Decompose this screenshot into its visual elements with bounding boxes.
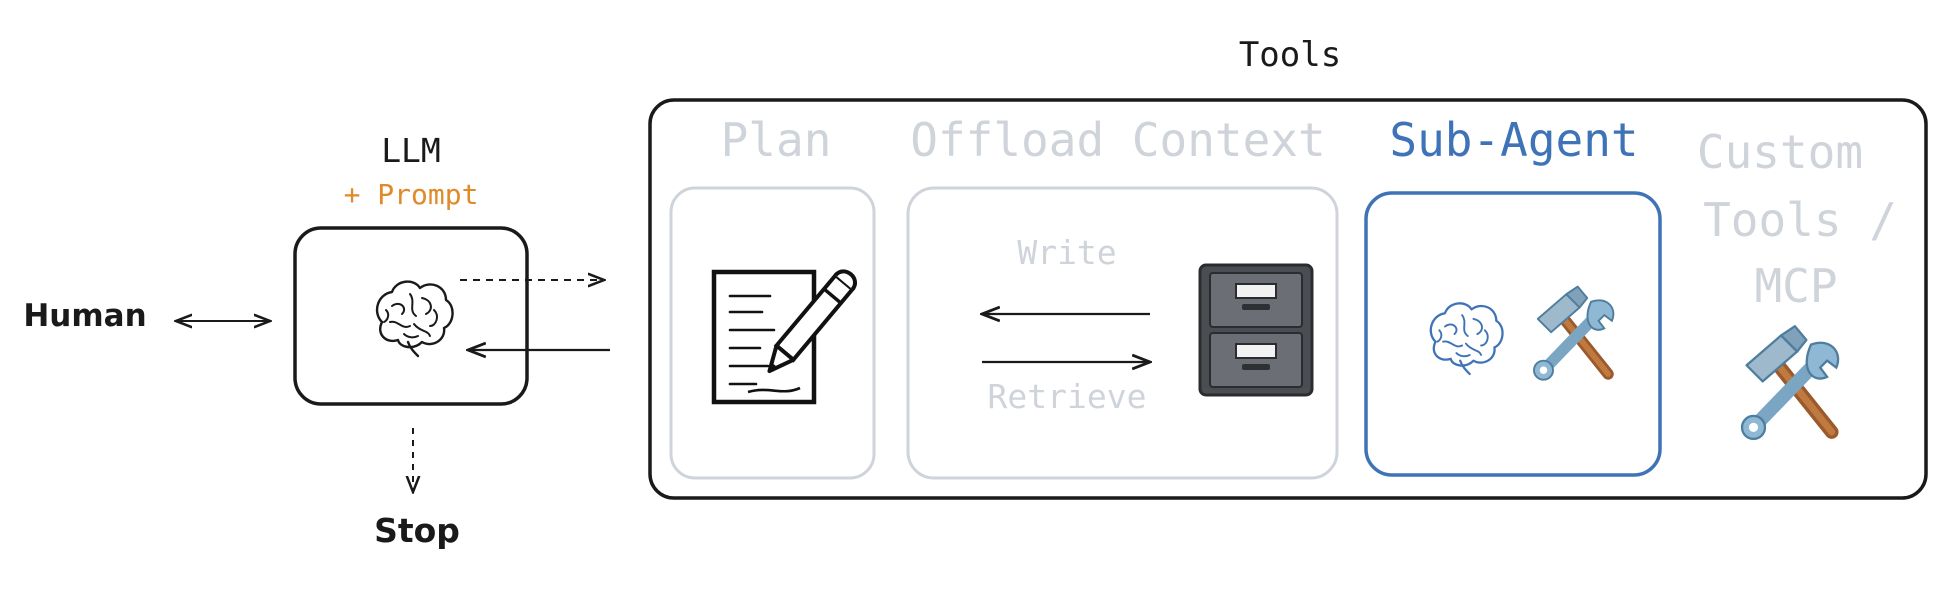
tools-title: Tools bbox=[1239, 35, 1341, 75]
notepad-pencil-icon bbox=[711, 269, 857, 405]
offload-box bbox=[906, 186, 1339, 480]
custom-label-line1: Custom bbox=[1697, 125, 1863, 179]
plan-label: Plan bbox=[721, 113, 832, 167]
subagent-box bbox=[1364, 191, 1662, 477]
subagent-label: Sub-Agent bbox=[1389, 113, 1638, 167]
custom-label-line3: MCP bbox=[1754, 259, 1837, 313]
custom-label-line2: Tools / bbox=[1703, 193, 1897, 247]
human-label: Human bbox=[23, 298, 146, 334]
write-label: Write bbox=[1017, 233, 1116, 272]
file-cabinet-icon bbox=[1198, 263, 1314, 397]
prompt-label: + Prompt bbox=[344, 178, 479, 211]
stop-label: Stop bbox=[374, 511, 460, 550]
llm-label: LLM bbox=[381, 131, 441, 170]
retrieve-label: Retrieve bbox=[988, 377, 1147, 416]
offload-label: Offload Context bbox=[910, 113, 1325, 167]
